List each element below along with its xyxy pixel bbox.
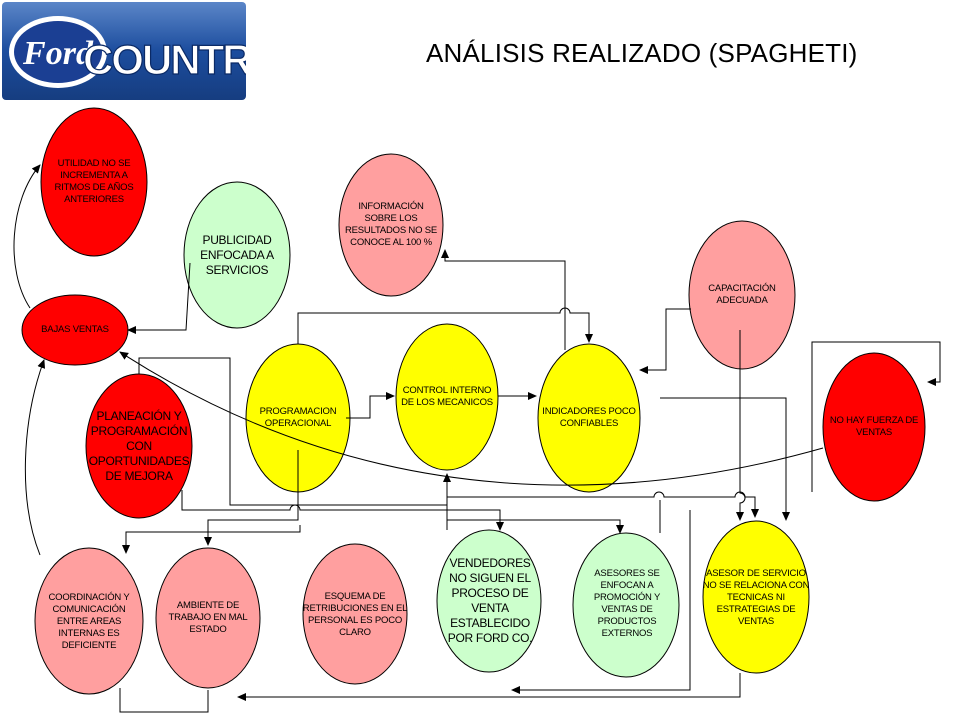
line-coordinacion-bottom <box>119 688 209 713</box>
line-bus-asesor <box>447 491 759 518</box>
line-planeacion-top <box>138 357 447 506</box>
arrow-bottom-long <box>237 673 741 701</box>
node-informacion <box>338 153 444 297</box>
node-publicidad <box>183 181 291 329</box>
label-programacion: PROGRAMACION OPERACIONAL <box>259 406 337 429</box>
label-indicadores: INDICADORES POCO CONFIABLES <box>542 406 636 429</box>
arrow-programacion-to-control <box>346 392 395 419</box>
node-capacitacion <box>688 220 796 370</box>
arrow-capacitacion-to-asesor <box>736 330 746 521</box>
ford-country-logo: Ford COUNTRY <box>2 2 246 100</box>
node-vendedores <box>436 529 542 673</box>
arrow-bajas-to-utilidad <box>13 164 41 309</box>
label-ambiente: AMBIENTE DE TRABAJO EN MAL ESTADO <box>168 600 248 635</box>
label-esquema: ESQUEMA DE RETRIBUCIONES EN EL PERSONAL … <box>302 591 408 638</box>
arrow-indicadores-to-asesor <box>660 397 790 521</box>
arrow-indicadores-to-informacion <box>441 249 566 350</box>
label-vendedores: VENDEDORES NO SIGUEN EL PROCESO DE VENTA… <box>447 556 533 645</box>
arrow-fuerza-loop <box>811 341 941 492</box>
label-capacitacion: CAPACITACIÓN ADECUADA <box>708 283 776 306</box>
logo-brand: Ford <box>22 35 94 72</box>
connectors <box>13 164 941 713</box>
node-esquema <box>302 543 408 685</box>
label-fuerza: NO HAY FUERZA DE VENTAS <box>829 415 919 438</box>
ellipses <box>21 107 926 695</box>
arrow-capacitacion-to-indicadores <box>639 308 691 374</box>
logo-dealer: COUNTRY <box>83 36 246 83</box>
label-informacion: INFORMACIÓN SOBRE LOS RESULTADOS NO SE C… <box>345 201 437 248</box>
node-coordinacion <box>34 547 144 695</box>
label-control: CONTROL INTERNO DE LOS MECANICOS <box>401 385 493 408</box>
arrow-publicidad-to-bajas <box>127 262 191 334</box>
label-publicidad: PUBLICIDAD ENFOCADA A SERVICIOS <box>200 232 274 277</box>
node-asesores <box>572 532 680 678</box>
node-asesor-servicio <box>702 520 810 674</box>
label-asesores: ASESORES SE ENFOCAN A PROMOCIÓN Y VENTAS… <box>593 568 661 639</box>
arrow-planeacion-to-vendedores <box>181 490 504 531</box>
node-fuerza <box>822 352 926 502</box>
page-title: ANÁLISIS REALIZADO (SPAGHETI) <box>426 38 858 68</box>
node-indicadores <box>537 343 641 493</box>
label-planeacion: PLANEACIÓN Y PROGRAMACIÓN CON OPORTUNIDA… <box>88 408 190 483</box>
node-ambiente <box>155 547 261 689</box>
node-utilidad <box>40 107 148 257</box>
arrow-to-asesores <box>447 519 624 534</box>
label-coordinacion: COORDINACIÓN Y COMUNICACIÓN ENTRE AREAS … <box>48 592 130 651</box>
arrow-ambiente-to-coordinacion <box>122 525 301 554</box>
label-utilidad: UTILIDAD NO SE INCREMENTA A RITMOS DE AÑ… <box>54 158 134 205</box>
arrow-coordinacion-to-bajas <box>24 359 46 556</box>
label-asesor-servicio: ASESOR DE SERVICIO NO SE RELACIONA CON T… <box>702 568 810 627</box>
arrow-asesores-to-vendedores <box>511 510 691 694</box>
label-bajas-ventas: BAJAS VENTAS <box>41 324 109 336</box>
node-control <box>395 323 499 471</box>
